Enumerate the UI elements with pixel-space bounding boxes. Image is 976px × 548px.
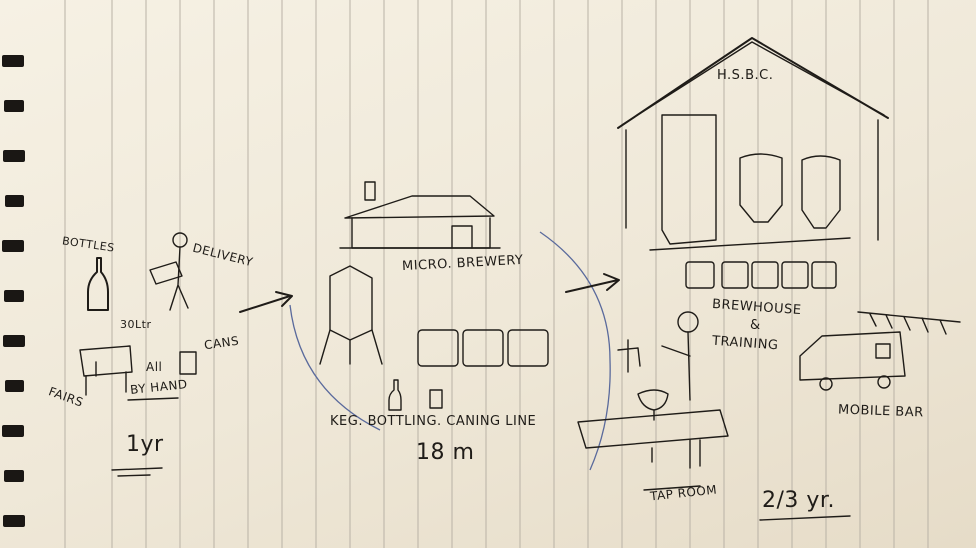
brew-tank-sketch-middle <box>319 265 383 365</box>
keg-row-sketch-right <box>685 261 837 289</box>
underline-two-three-years <box>759 515 851 521</box>
spiral-binding <box>2 55 25 527</box>
tap-room-bar-sketch <box>577 311 729 491</box>
delivery-person-sketch <box>149 232 189 311</box>
arrow-to-hsbc <box>565 273 620 293</box>
label-mobile-bar: MOBILE BAR <box>837 402 924 421</box>
label-one-year: 1yr <box>126 432 164 457</box>
hsbc-building-sketch <box>617 37 889 251</box>
label-all: All <box>146 360 163 374</box>
label-keg-bottling-caning-line: KEG. BOTTLING. CANING LINE <box>330 414 537 429</box>
label-hsbc: H.S.B.C. <box>717 68 774 83</box>
bottle-sketch <box>87 257 109 311</box>
bottle-and-can-sketch-middle <box>388 379 443 411</box>
label-two-three-years: 2/3 yr. <box>762 488 835 513</box>
blue-pen-curve <box>289 231 611 471</box>
can-sketch-left <box>179 351 197 375</box>
ruled-lines <box>64 0 929 548</box>
label-ampersand: & <box>750 318 761 333</box>
fairs-table-sketch <box>79 345 133 396</box>
arrow-to-micro-brewery <box>239 291 293 313</box>
micro-brewery-building-sketch <box>339 181 501 249</box>
label-thirty-litre: 30Ltr <box>120 318 152 331</box>
mobile-bar-van-sketch <box>799 311 961 391</box>
fermenter-tanks-sketch <box>661 114 841 245</box>
underline-by-hand <box>127 397 179 401</box>
keg-sketches-middle <box>417 329 549 367</box>
underline-one-year <box>111 467 163 477</box>
label-eighteen-months: 18 m <box>416 440 475 465</box>
